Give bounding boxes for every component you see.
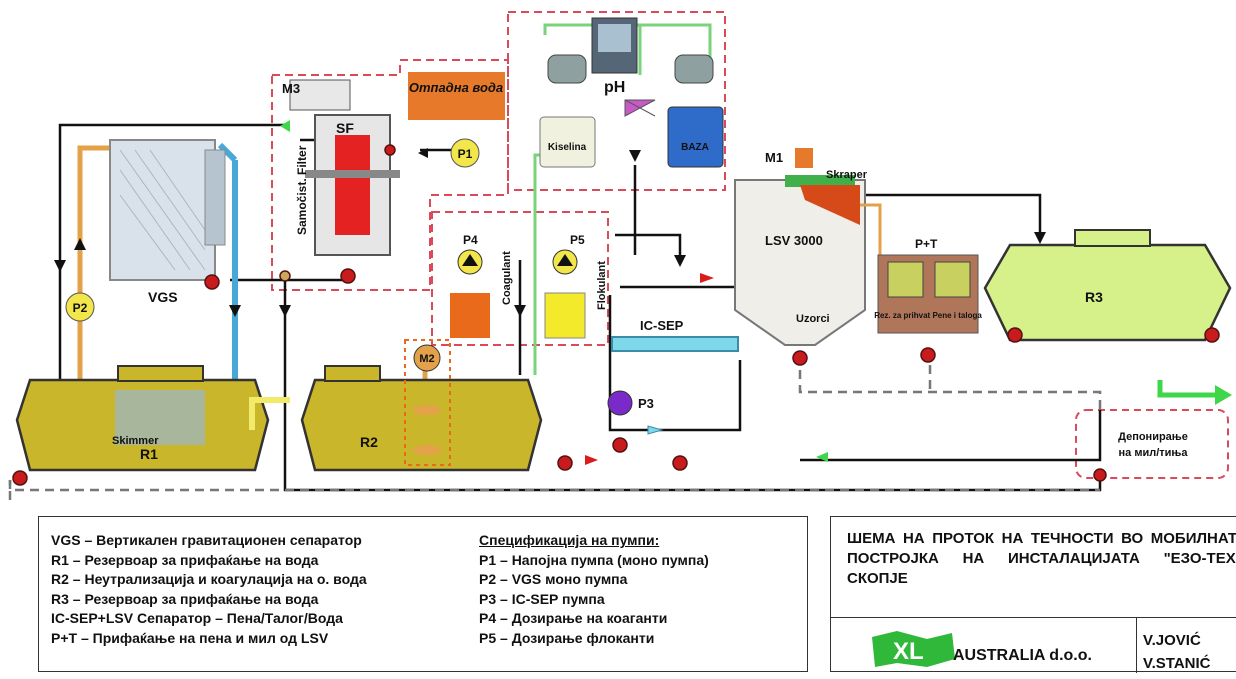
dosing-group-outline (431, 211, 609, 346)
p5-label: P5 (570, 233, 585, 247)
p1-label: P1 (458, 147, 473, 161)
skraper-label: Skraper (826, 169, 868, 181)
legend-item: P+T – Прифаќање на пена и мил од LSV (51, 629, 329, 646)
otpadna-voda-box (408, 72, 505, 120)
kiselina-label: Kiselina (548, 142, 587, 153)
pump-item: P4 – Дозирање на коаганти (479, 610, 668, 626)
p3-label: P3 (638, 396, 654, 411)
kiselina-tank (539, 116, 596, 168)
r3-tank (983, 243, 1232, 342)
author-2: V.STANIĆ (1143, 655, 1211, 672)
green-arrow-return (816, 452, 828, 462)
flow-arrows (54, 148, 1046, 317)
coagulant-tank (450, 293, 490, 338)
baza-tank (667, 106, 724, 168)
vgs-label: VGS (148, 289, 178, 305)
legend-item: R1 – Резервоар за прифаќање на вода (51, 551, 319, 568)
ph-label: pH (604, 79, 625, 96)
ph-valve (624, 99, 656, 117)
blue-pipe-2 (217, 142, 238, 163)
xl-logo-icon: XL (872, 631, 955, 667)
green-arrow-left (280, 120, 290, 132)
orange-pipe (77, 145, 110, 470)
svg-text:XL: XL (893, 638, 924, 665)
legend-box: VGS – Вертикален гравитационен сепаратор… (38, 516, 808, 672)
valves (12, 144, 1220, 486)
sf-label: SF (336, 120, 354, 136)
r1-label: R1 (140, 446, 158, 462)
legend-item: R3 – Резервоар за прифаќање на вода (51, 590, 319, 607)
legend-item: IC-SEP+LSV Сепаратор – Пена/Талог/Вода (51, 610, 343, 626)
legend-components: VGS – Вертикален гравитационен сепаратор… (51, 531, 471, 648)
p4-label: P4 (463, 233, 478, 247)
flow-diagram: VGS SF M3 Samočist. Filter Отпадна вода … (8, 11, 1232, 500)
lsv3000-unit (734, 179, 866, 346)
deponiranje-label-2: на мил/тиња (1119, 447, 1189, 459)
baza-label: BAZA (681, 142, 709, 153)
green-outlet-arrow (1215, 385, 1232, 405)
pump-item: P2 – VGS моно пумпа (479, 571, 628, 587)
cyan-arrow (647, 425, 664, 435)
mixer-m2 (413, 344, 441, 372)
pt-label: P+T (915, 237, 938, 251)
deponiranje-label-1: Депонирање (1118, 431, 1188, 443)
pump-p1 (450, 138, 480, 168)
lsv3000-label: LSV 3000 (765, 233, 823, 248)
company-name: AUSTRALIA d.o.o. (953, 647, 1092, 664)
m2-label: M2 (419, 353, 434, 365)
m1-motor (795, 148, 813, 168)
pumps-heading: Спецификација на пумпи: (479, 532, 660, 548)
uzorci-label: Uzorci (796, 313, 830, 325)
r3-label: R3 (1085, 289, 1103, 305)
deponiranje-outline (1075, 409, 1229, 479)
legend-pumps: Спецификација на пумпи: P1 – Напојна пум… (479, 531, 799, 648)
title-block: ШЕМА НА ПРОТОК НА ТЕЧНОСТИ ВО МОБИЛНАТА … (830, 516, 1236, 673)
svg-text:Отпадна вода: Отпадна вода (409, 80, 503, 95)
author-1: V.JOVIĆ (1143, 632, 1201, 649)
pump-item: P1 – Напојна пумпа (моно пумпа) (479, 551, 709, 568)
samocist-filter-label: Samočist. Filter (295, 145, 309, 235)
ic-sep-unit (611, 336, 739, 352)
dosing-pump-right (674, 54, 714, 84)
green-pipe (533, 153, 555, 375)
coagulant-label: Coagulant (501, 251, 513, 305)
skimmer-label: Skimmer (112, 435, 159, 447)
m3-label: M3 (282, 81, 300, 96)
dashed-drain-lines (8, 365, 1102, 500)
m1-label: M1 (765, 150, 783, 165)
r2-tank (300, 378, 543, 472)
flokulant-label: Flokulant (596, 261, 608, 310)
legend-item: R2 – Неутрализација и коагулација на о. … (51, 571, 367, 587)
rez-label: Rez. za prihvat Pene i taloga (874, 311, 982, 320)
green-outlet (1157, 380, 1225, 398)
dosing-pump-left (547, 54, 587, 84)
otpadna-voda-label: Отпадна вода (409, 80, 503, 95)
pump-p3 (607, 390, 633, 416)
legend-item: VGS – Вертикален гравитационен сепаратор (51, 532, 362, 548)
drawing-title: ШЕМА НА ПРОТОК НА ТЕЧНОСТИ ВО МОБИЛНАТА … (847, 530, 1236, 587)
sf-group-outline (271, 59, 509, 291)
ic-sep-label: IC-SEP (640, 318, 684, 333)
r2-label: R2 (360, 434, 378, 450)
p2-label: P2 (73, 301, 88, 315)
pump-item: P5 – Дозирање флоканти (479, 629, 655, 646)
pump-p2 (65, 292, 95, 322)
ph-group-outline (507, 11, 726, 191)
pump-item: P3 – IC-SEP пумпа (479, 590, 605, 607)
flokulant-tank (544, 292, 586, 339)
